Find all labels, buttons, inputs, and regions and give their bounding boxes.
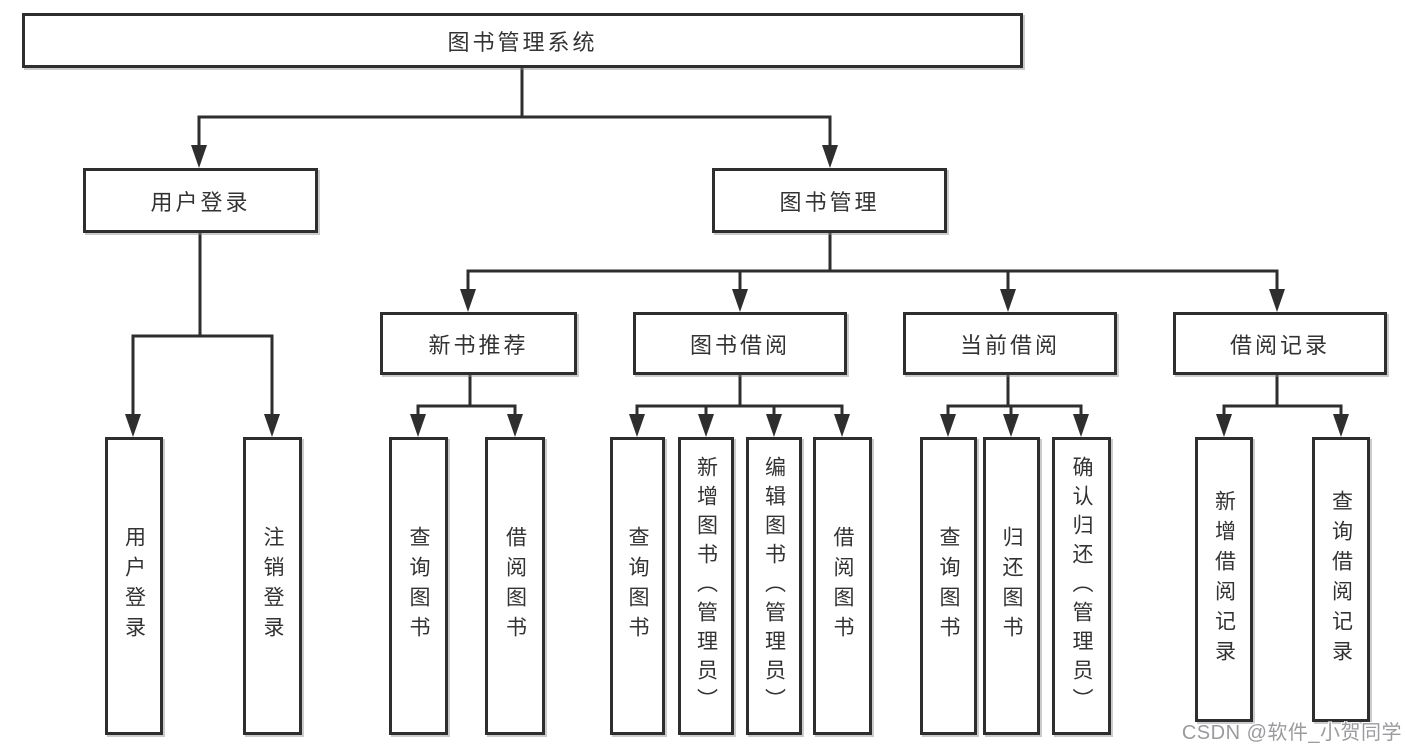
node-label: 当前借阅: [959, 332, 1060, 358]
leaf-label: 确认归还（管理员）: [1070, 455, 1093, 717]
leaf-borrow-books: 借阅图书: [813, 437, 872, 735]
leaf-confirm-return-admin: 确认归还（管理员）: [1052, 437, 1111, 735]
node-library-system: 图书管理系统: [22, 13, 1023, 68]
leaf-label: 查询图书: [937, 526, 960, 646]
leaf-label: 新增图书（管理员）: [694, 455, 718, 717]
leaf-borrow-books-recommend: 借阅图书: [485, 437, 545, 735]
node-label: 用户登录: [150, 189, 251, 215]
node-label: 图书管理: [779, 189, 880, 215]
node-label: 图书借阅: [689, 332, 790, 358]
csdn-watermark: CSDN @软件_小贺同学: [1181, 722, 1402, 744]
leaf-query-books-recommend: 查询图书: [389, 437, 448, 735]
leaf-label: 归还图书: [1000, 526, 1023, 646]
leaf-label: 查询图书: [407, 526, 430, 646]
leaf-return-books: 归还图书: [983, 437, 1040, 735]
node-user-login: 用户登录: [83, 168, 318, 233]
leaf-label: 查询图书: [626, 526, 649, 646]
node-book-borrowing: 图书借阅: [633, 312, 847, 375]
leaf-label: 查询借阅记录: [1329, 489, 1353, 670]
leaf-label: 新增借阅记录: [1212, 489, 1236, 670]
leaf-label: 编辑图书（管理员）: [762, 455, 786, 717]
node-current-borrowing: 当前借阅: [903, 312, 1117, 375]
node-book-management: 图书管理: [712, 168, 947, 233]
leaf-label: 借阅图书: [831, 526, 854, 646]
leaf-add-borrow-record: 新增借阅记录: [1195, 437, 1253, 722]
node-new-book-recommend: 新书推荐: [380, 312, 577, 375]
leaf-query-books-borrowing: 查询图书: [610, 437, 665, 735]
leaf-label: 用户登录: [122, 526, 146, 646]
leaf-query-borrow-record: 查询借阅记录: [1312, 437, 1370, 722]
leaf-add-books-admin: 新增图书（管理员）: [678, 437, 734, 735]
leaf-user-login: 用户登录: [105, 437, 163, 735]
node-label: 图书管理系统: [447, 29, 598, 55]
node-borrow-records: 借阅记录: [1173, 312, 1387, 375]
leaf-query-books-current: 查询图书: [920, 437, 977, 735]
leaf-edit-books-admin: 编辑图书（管理员）: [746, 437, 802, 735]
node-label: 新书推荐: [428, 332, 529, 358]
leaf-label: 借阅图书: [503, 526, 527, 646]
node-label: 借阅记录: [1229, 332, 1330, 358]
leaf-label: 注销登录: [261, 526, 284, 646]
leaf-logout: 注销登录: [243, 437, 302, 735]
